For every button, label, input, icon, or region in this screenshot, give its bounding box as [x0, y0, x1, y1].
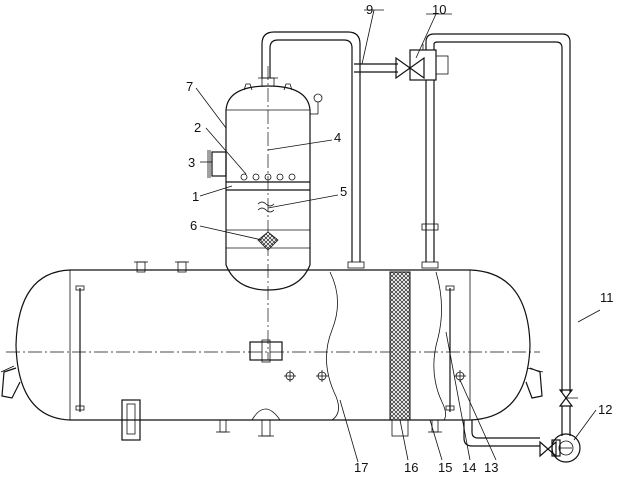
- piping: [261, 31, 581, 463]
- mesh-coalescer: [389, 271, 411, 437]
- horizontal-vessel: [0, 261, 544, 441]
- callout-12: 12: [598, 402, 612, 417]
- leader-lines: [195, 9, 601, 463]
- callout-11: 11: [600, 290, 614, 305]
- callout-15: 15: [438, 460, 452, 475]
- callout-5: 5: [340, 184, 347, 199]
- callout-9: 9: [366, 2, 373, 17]
- callouts: 1 2 3 4 5 6 7 9 10 11 12 13 14 15 16 17: [186, 2, 614, 475]
- callout-1: 1: [192, 189, 199, 204]
- callout-2: 2: [194, 120, 201, 135]
- callout-7: 7: [186, 79, 193, 94]
- callout-3: 3: [188, 155, 195, 170]
- callout-13: 13: [484, 460, 498, 475]
- callout-14: 14: [462, 460, 476, 475]
- vertical-separator: [207, 66, 323, 360]
- callout-16: 16: [404, 460, 418, 475]
- callout-4: 4: [334, 130, 341, 145]
- callout-10: 10: [432, 2, 446, 17]
- nozzle-row: [240, 173, 296, 181]
- callout-6: 6: [190, 218, 197, 233]
- callout-17: 17: [354, 460, 368, 475]
